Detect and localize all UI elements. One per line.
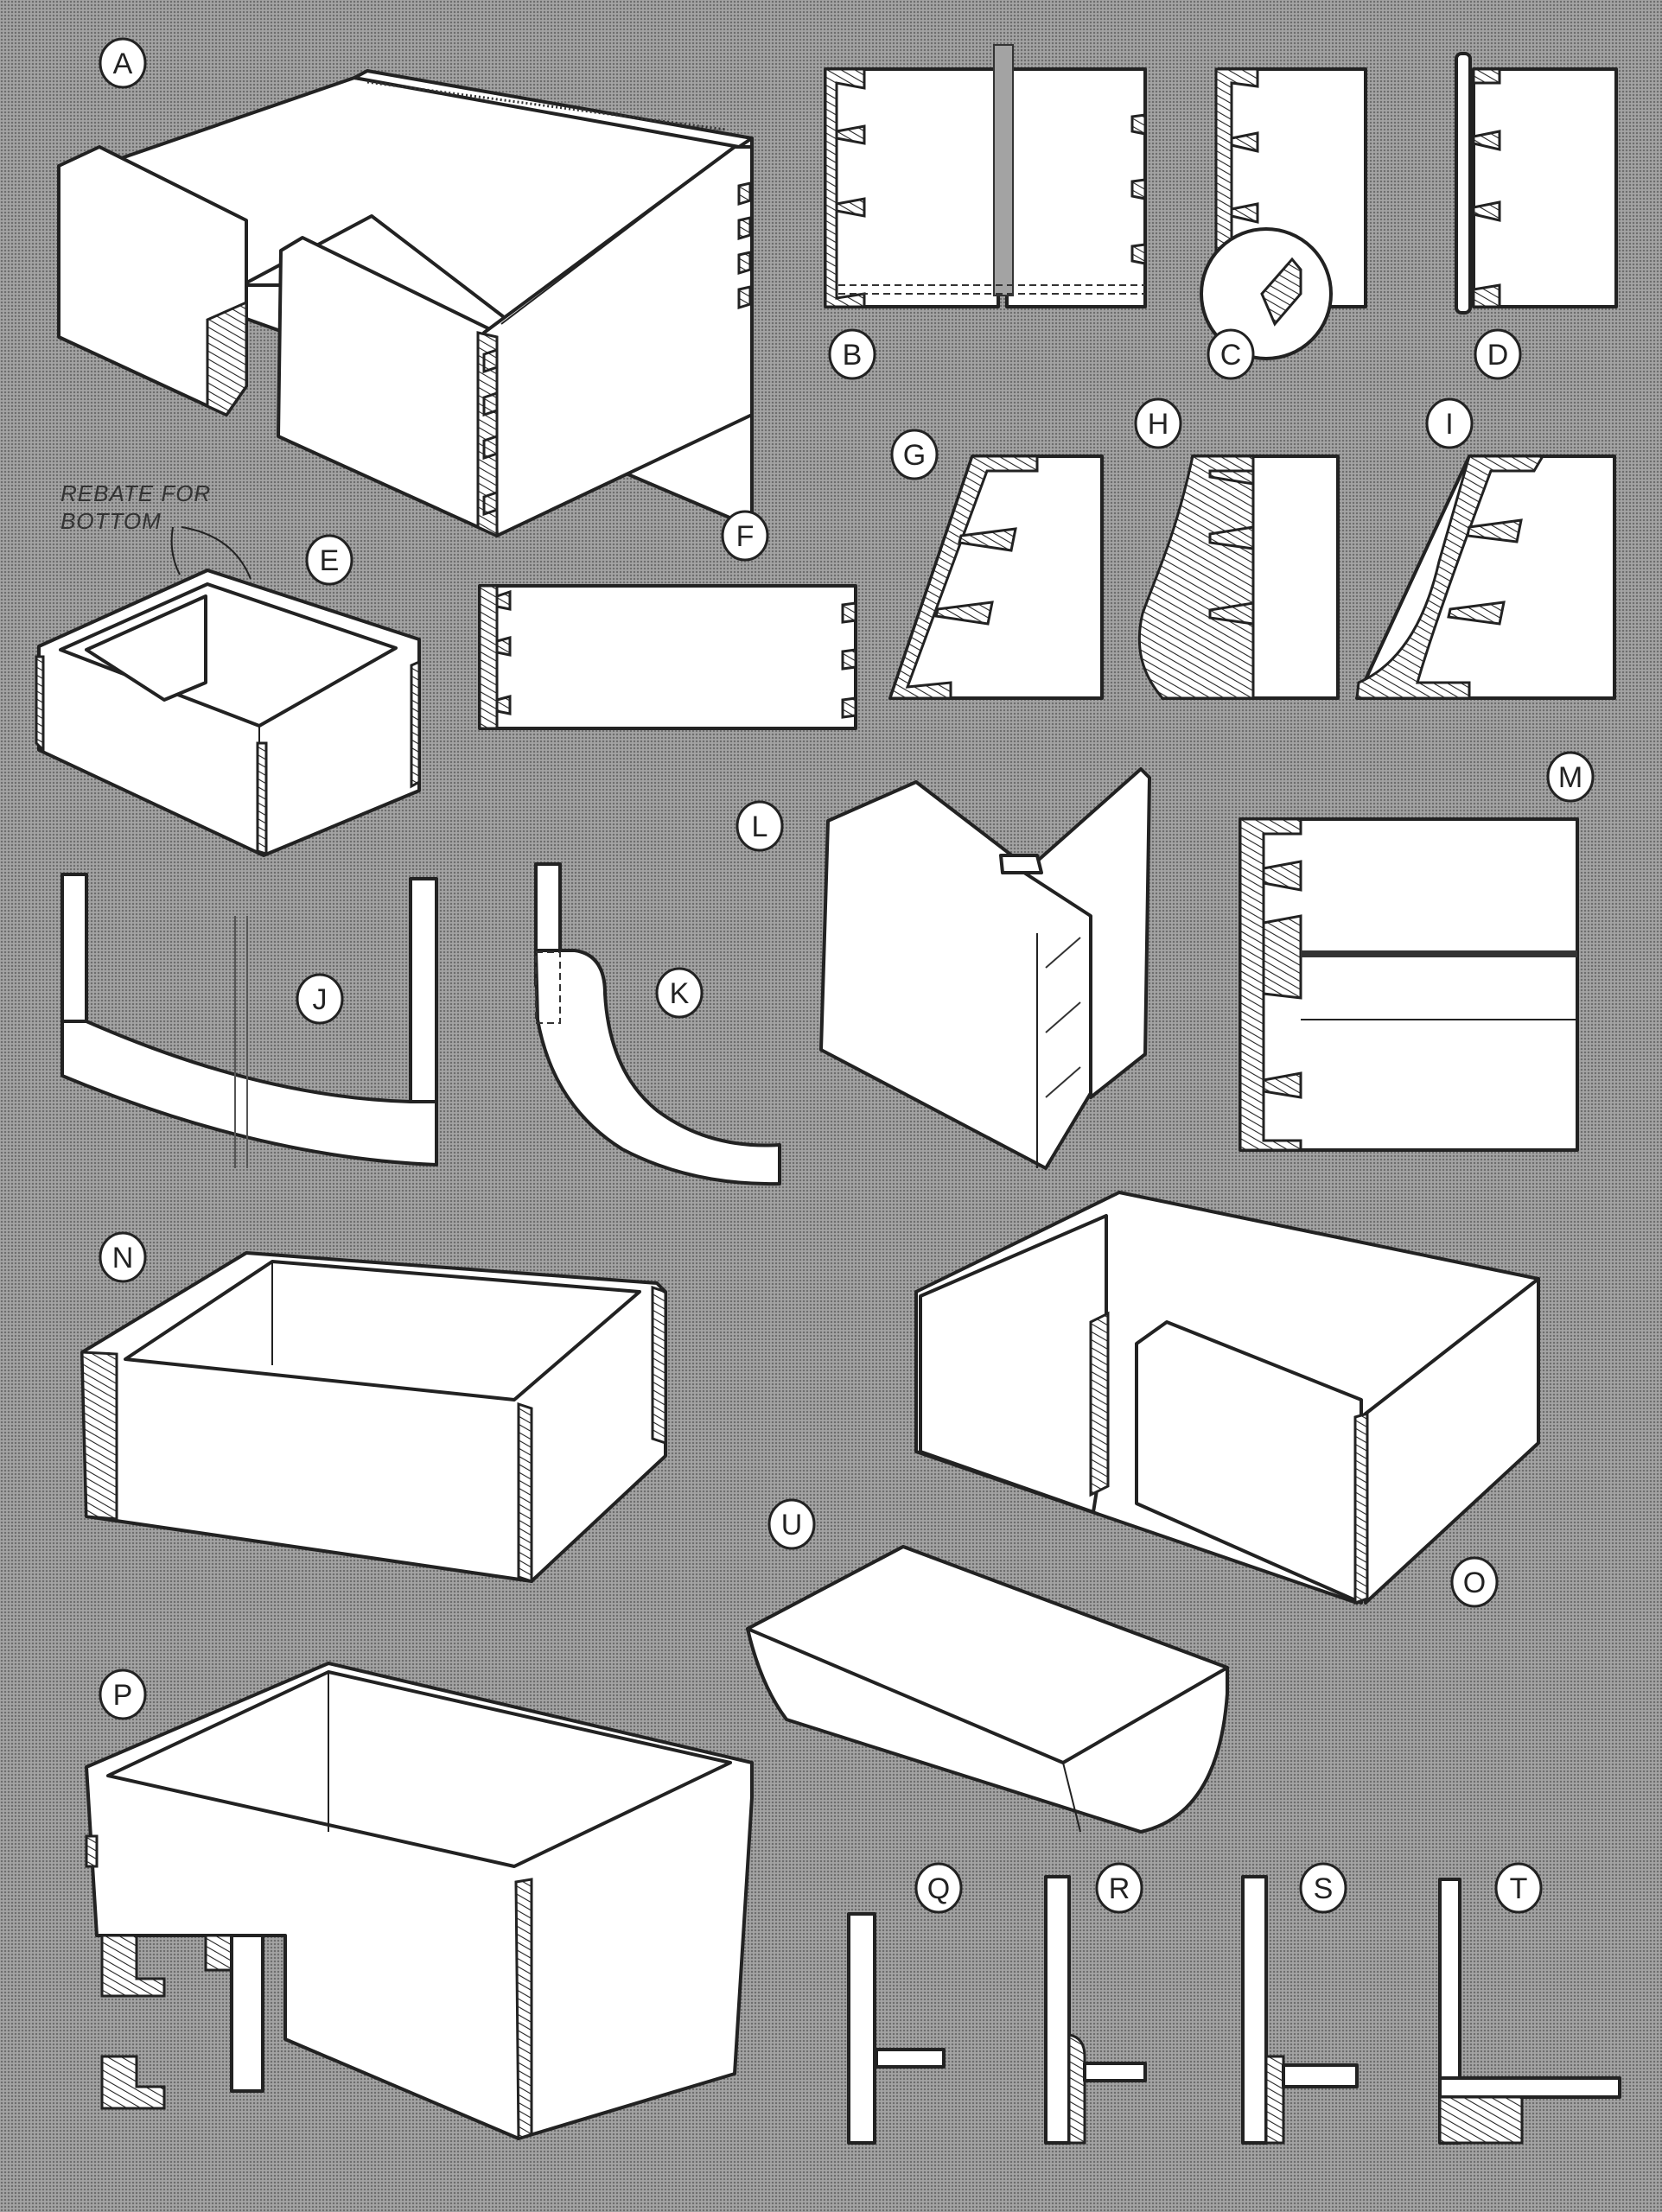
- label-circle: [99, 37, 147, 89]
- figure-s-section: [1241, 1875, 1359, 2145]
- figure-label-m: M: [1546, 751, 1595, 803]
- figure-g-raked-front: [888, 454, 1104, 700]
- annotation-rebate-line1: REBATE FOR: [60, 480, 211, 506]
- label-circle: [1134, 397, 1182, 449]
- figure-label-j: J: [296, 973, 344, 1025]
- figure-label-e: E: [305, 534, 353, 586]
- figure-labels: A B C D E F G H I J K L M N O P Q R S T U: [99, 37, 1595, 1914]
- label-circle: [1546, 751, 1595, 803]
- figure-e-rebated-drawer: [35, 526, 421, 857]
- figure-p-drawer-with-runner: [85, 1662, 754, 2141]
- label-circle: [305, 534, 353, 586]
- figure-label-s: S: [1299, 1862, 1347, 1914]
- label-letter: S: [1314, 1872, 1334, 1905]
- figure-label-n: N: [99, 1231, 147, 1283]
- figure-r-section: [1044, 1875, 1147, 2145]
- label-letter: B: [843, 339, 863, 372]
- label-letter: O: [1463, 1567, 1486, 1599]
- figure-label-o: O: [1450, 1556, 1499, 1608]
- label-letter: J: [313, 983, 328, 1016]
- figure-label-b: B: [828, 328, 876, 380]
- figure-label-f: F: [721, 510, 769, 562]
- label-letter: C: [1220, 339, 1242, 372]
- label-letter: E: [320, 544, 340, 577]
- figure-label-t: T: [1494, 1862, 1543, 1914]
- label-letter: A: [113, 48, 133, 80]
- figure-a-drawer: [57, 69, 754, 538]
- figure-m-split-dovetail: [1239, 817, 1579, 1152]
- label-circle: [1207, 328, 1255, 380]
- figure-label-d: D: [1474, 328, 1522, 380]
- figure-label-i: I: [1425, 397, 1474, 449]
- figure-c-lipped-front: [1200, 67, 1367, 360]
- figure-n-drawer: [80, 1251, 667, 1584]
- figure-u-tray-drawer: [746, 1545, 1229, 1834]
- label-letter: N: [112, 1242, 134, 1274]
- label-circle: [1494, 1862, 1543, 1914]
- figure-label-k: K: [655, 967, 704, 1019]
- figure-t-section: [1438, 1878, 1621, 2145]
- label-circle: [890, 429, 939, 480]
- figure-l-corner-joint: [819, 767, 1151, 1170]
- label-letter: T: [1510, 1872, 1528, 1905]
- figure-d-overlay-front: [1455, 52, 1618, 315]
- label-letter: D: [1487, 339, 1509, 372]
- label-circle: [1450, 1556, 1499, 1608]
- figure-label-a: A: [99, 37, 147, 89]
- label-circle: [721, 510, 769, 562]
- label-letter: L: [752, 810, 768, 843]
- label-letter: Q: [927, 1872, 950, 1905]
- label-letter: F: [736, 520, 755, 553]
- figure-label-q: Q: [914, 1862, 963, 1914]
- figure-label-l: L: [735, 800, 784, 852]
- label-letter: U: [781, 1509, 803, 1541]
- label-circle: [296, 973, 344, 1025]
- label-circle: [828, 328, 876, 380]
- label-circle: [655, 967, 704, 1019]
- figure-label-r: R: [1095, 1862, 1143, 1914]
- label-circle: [914, 1862, 963, 1914]
- figure-label-c: C: [1207, 328, 1255, 380]
- label-letter: P: [113, 1679, 133, 1712]
- figure-label-h: H: [1134, 397, 1182, 449]
- figure-f-drawer-side-plan: [478, 584, 857, 730]
- label-letter: G: [903, 439, 926, 472]
- label-letter: R: [1109, 1872, 1130, 1905]
- figure-label-u: U: [767, 1498, 816, 1550]
- label-letter: K: [670, 977, 690, 1010]
- label-circle: [767, 1498, 816, 1550]
- label-circle: [1425, 397, 1474, 449]
- figure-h-moulded-front: [1137, 454, 1340, 700]
- label-letter: M: [1558, 761, 1582, 794]
- label-circle: [1095, 1862, 1143, 1914]
- annotation-rebate-line2: BOTTOM: [60, 508, 162, 534]
- figure-j-bow-front-plan: [60, 873, 438, 1168]
- label-circle: [1299, 1862, 1347, 1914]
- label-circle: [735, 800, 784, 852]
- figure-label-p: P: [99, 1669, 147, 1720]
- label-letter: H: [1148, 408, 1169, 441]
- figure-b-dovetail-plan: [824, 44, 1147, 308]
- label-circle: [99, 1231, 147, 1283]
- figure-i-curved-front: [1355, 454, 1616, 700]
- figure-q-section: [847, 1912, 946, 2145]
- figure-label-g: G: [890, 429, 939, 480]
- label-circle: [1474, 328, 1522, 380]
- figure-k-serpentine-plan: [534, 862, 781, 1186]
- label-letter: I: [1445, 408, 1453, 441]
- label-circle: [99, 1669, 147, 1720]
- figure-o-drawer: [914, 1191, 1540, 1605]
